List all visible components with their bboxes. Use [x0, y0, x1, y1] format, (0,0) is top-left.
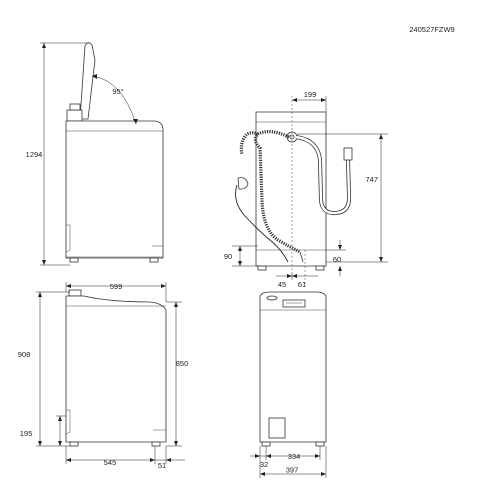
height-total-label: 908: [18, 350, 31, 359]
depth-extra-label: 51: [158, 461, 166, 470]
total-height-lid-open-label: 1294: [26, 150, 43, 159]
foot-offset-label: 32: [260, 460, 268, 469]
hose-offset-b-label: 61: [298, 280, 306, 289]
depth-top-label: 599: [110, 282, 123, 291]
side-view-lid-closed: 599 908 850 195 545 51: [18, 282, 189, 470]
width-total-label: 397: [286, 466, 299, 475]
inlet-height-label: 747: [365, 175, 378, 184]
depth-body-label: 545: [104, 458, 117, 467]
hose-offset-a-label: 45: [278, 280, 286, 289]
document-code: 240527FZW9: [409, 25, 454, 34]
width-inner-label: 334: [288, 452, 301, 461]
front-view: 334 32 397: [250, 291, 327, 478]
lid-angle-label: 95°: [112, 87, 123, 96]
side-view-lid-open: 95° 1294: [26, 42, 164, 266]
hose-offset-top-label: 199: [304, 90, 317, 99]
height-body-label: 850: [176, 359, 189, 368]
drain-min-height-label: 90: [224, 252, 232, 261]
back-view-hoses: 199 747 90 60 45 61: [224, 90, 388, 289]
foot-height-label: 195: [20, 429, 33, 438]
drain-offset-right-label: 60: [333, 255, 341, 264]
